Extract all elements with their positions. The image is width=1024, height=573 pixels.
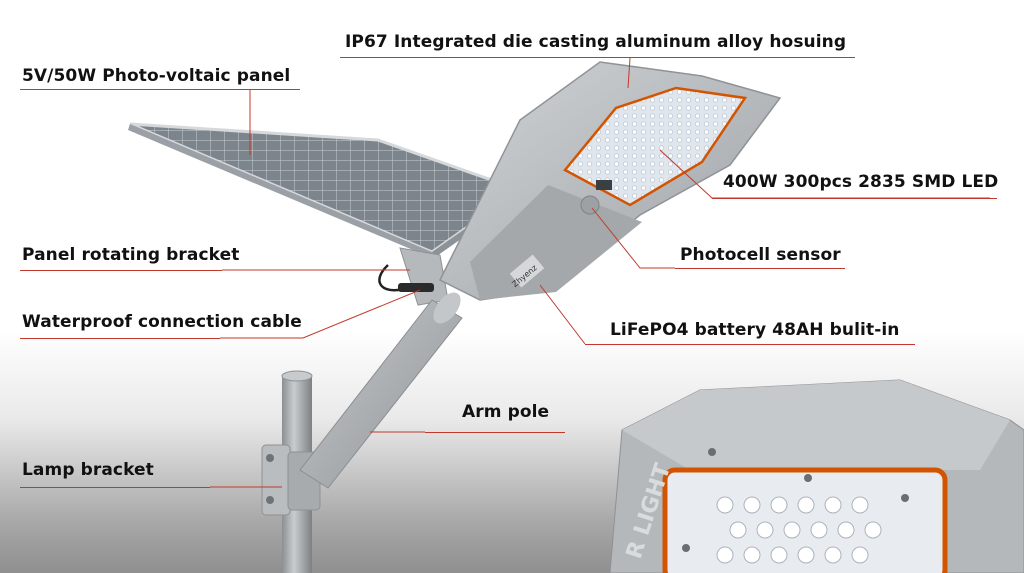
label-lamp-bracket: Lamp bracket [22,460,154,480]
label-rotating-bracket: Panel rotating bracket [22,245,240,265]
led-module [563,86,748,207]
lamp-detail-zoom: R LIGHT [609,379,1024,573]
underline-photocell [675,268,845,269]
label-battery: LiFePO4 battery 48AH bulit-in [610,320,900,340]
label-cable: Waterproof connection cable [22,312,302,332]
panel-rotating-bracket [378,247,449,306]
label-housing: IP67 Integrated die casting aluminum all… [345,32,847,52]
lamp-bracket [261,444,321,516]
label-arm-pole: Arm pole [462,402,550,422]
underline-led [712,198,997,199]
underline-housing [340,57,855,58]
underline-cable [20,338,220,339]
label-led: 400W 300pcs 2835 SMD LED [723,172,999,192]
label-photocell: Photocell sensor [680,245,841,265]
underline-panel [20,89,300,90]
underline-lamp-bracket [20,487,210,488]
underline-rotating-bracket [20,270,222,271]
arm-pole [299,292,463,489]
underline-arm-pole [425,432,565,433]
underline-battery [585,344,915,345]
solar-panel [128,122,524,258]
label-panel: 5V/50W Photo-voltaic panel [22,66,291,86]
